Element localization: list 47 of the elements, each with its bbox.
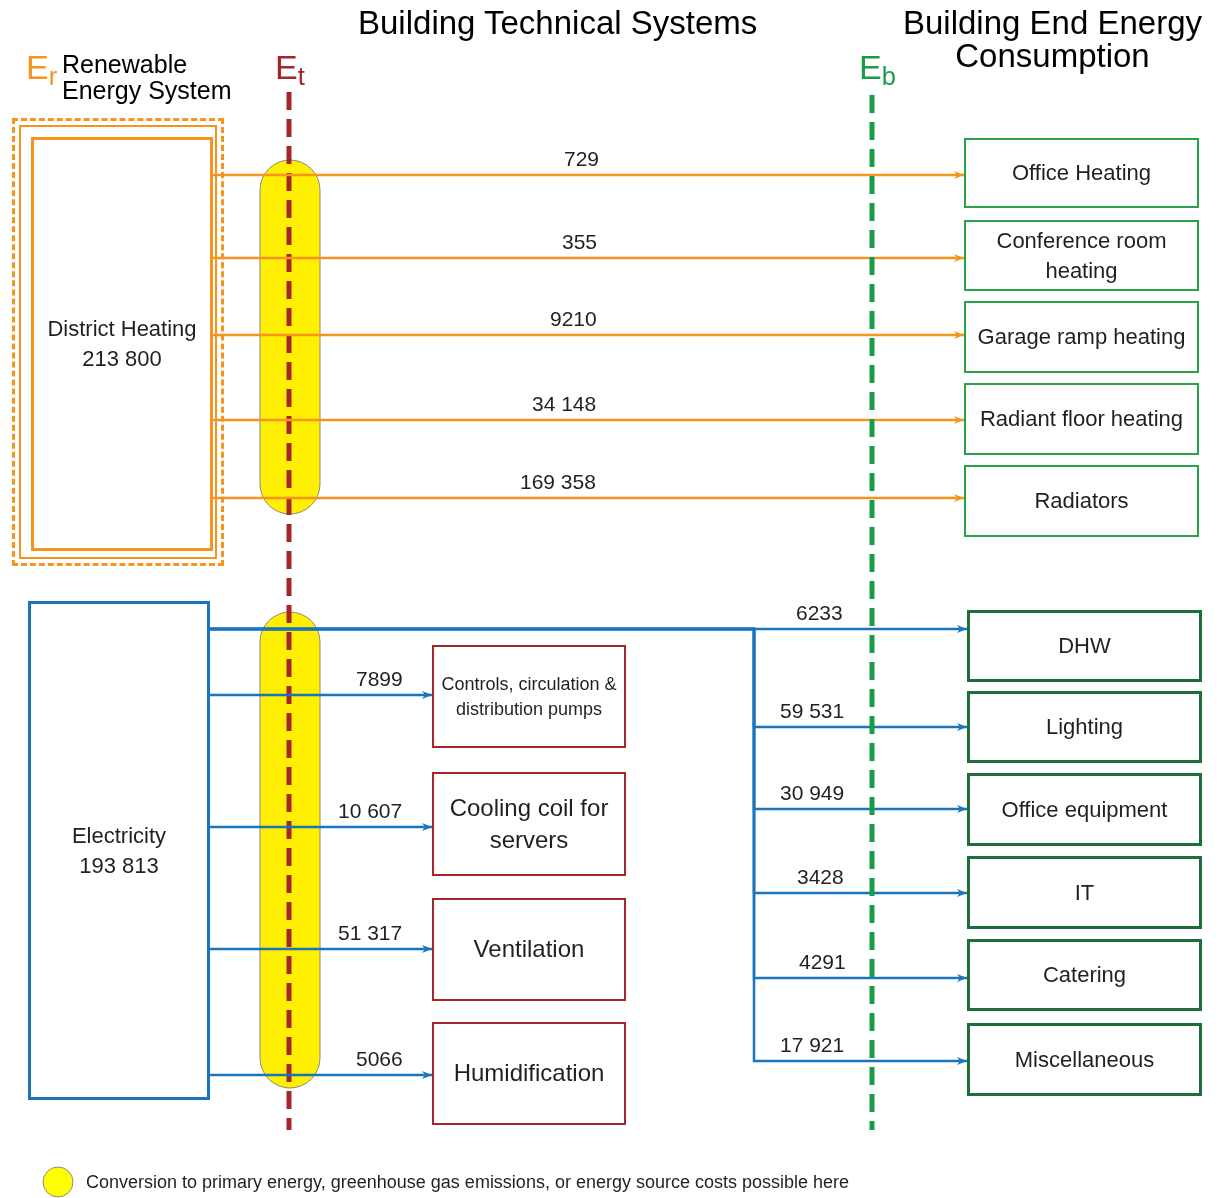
box-text: Radiant floor heating [980,405,1183,434]
system-box [432,772,626,876]
flow-arrow [210,1071,432,1079]
box-text: Cooling coil for servers [448,792,610,855]
box-text: District Heating [47,315,197,344]
system-box [432,645,626,748]
end-use-box [967,939,1202,1011]
box-text: IT [1074,878,1095,907]
group-heading: Renewable Energy System [62,51,233,103]
box-text: 193 813 [79,851,159,880]
end-use-box [964,301,1199,373]
box-text: Catering [1042,961,1127,990]
source-box [28,601,210,1100]
end-use-box [964,220,1199,291]
flow-arrow [210,945,432,953]
box-text: Conference room heating [995,226,1168,285]
section-heading: Building End Energy Consumption [902,6,1203,72]
box-text: Lighting [1045,713,1124,742]
box-text: Electricity [71,821,167,850]
box-text: Humidification [453,1058,605,1089]
box-text: DHW [1058,632,1111,661]
box-text: Office equipment [1001,795,1168,824]
end-use-box [967,773,1202,846]
section-heading: Building Technical Systems [358,6,758,39]
flow-arrow [210,691,432,699]
system-box [432,898,626,1001]
energy-symbol: E$_{t}$ [275,50,305,84]
system-box [432,1022,626,1125]
flow-arrow [210,627,967,1065]
end-use-box [964,383,1199,455]
energy-symbol: E$_{r}$ [26,50,58,84]
box-text: Ventilation [473,934,585,965]
end-use-box [967,1023,1202,1096]
end-use-box [967,691,1202,763]
box-text: Garage ramp heating [977,323,1186,352]
end-use-box [964,138,1199,208]
box-text: Office Heating [1012,159,1151,188]
box-text: Miscellaneous [1014,1045,1155,1074]
flow-arrow [210,823,432,831]
end-use-box [964,465,1199,537]
box-text: Controls, circulation & distribution pumps [440,673,618,721]
legend-text: Conversion to primary energy, greenhouse gas emissions, or energy source costs possible here [86,1170,850,1194]
energy-symbol: E$_{b}$ [859,50,896,84]
end-use-box [967,610,1202,682]
box-text: 213 800 [82,345,162,373]
box-text: Radiators [1034,487,1129,516]
end-use-box [967,856,1202,929]
